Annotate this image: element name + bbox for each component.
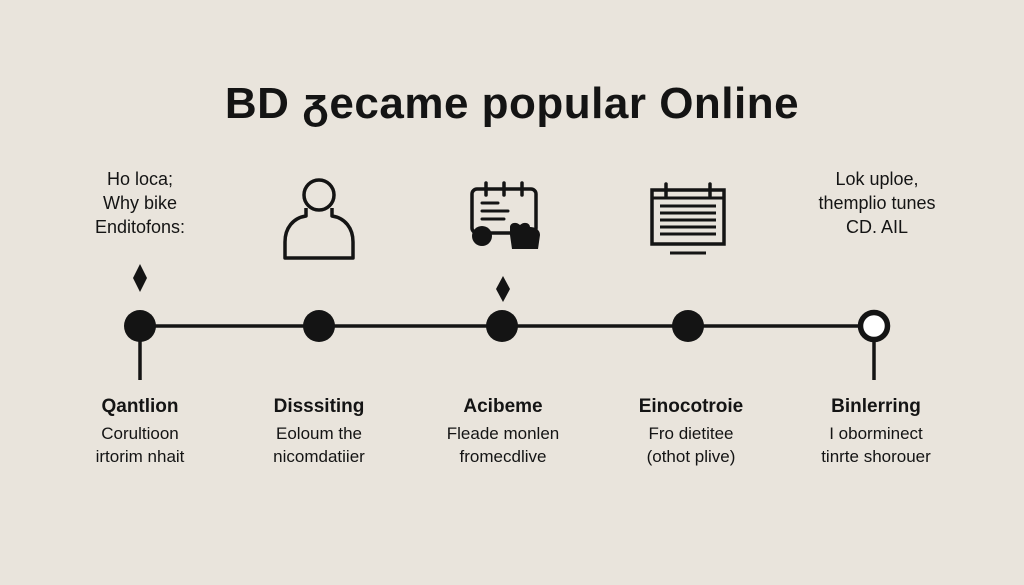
left-note: Ho loca; Why bike Enditofons: xyxy=(40,167,240,239)
calendar-list-icon xyxy=(470,181,540,249)
diamond-marker xyxy=(496,276,510,302)
timeline-node xyxy=(124,310,156,342)
stage-description: nicomdatiier xyxy=(273,447,365,466)
timeline-node-hollow xyxy=(857,309,891,343)
stage-description: I oborminect xyxy=(829,424,923,443)
stage-description: Corultioon xyxy=(101,424,179,443)
right-note-line: themplio tunes xyxy=(818,193,936,213)
left-note-line: Enditofons: xyxy=(94,217,186,237)
right-note-line: CD. AIL xyxy=(845,217,909,237)
stage-description: Fro dietitee xyxy=(648,424,734,443)
timeline-node xyxy=(486,310,518,342)
stage-description: Fleade monlen xyxy=(446,424,560,443)
left-note-line: Ho loca; xyxy=(106,169,174,189)
stage-heading: Acibeme xyxy=(463,396,543,417)
right-note: Lok uploe, themplio tunes CD. AIL xyxy=(777,167,977,239)
person-icon xyxy=(283,178,355,260)
stage-label: Disssiting Eoloum the nicomdatiier xyxy=(224,395,414,468)
timeline-node xyxy=(672,310,704,342)
stage-heading: Qantlion xyxy=(101,396,179,417)
stage-description: irtorim nhait xyxy=(95,447,185,466)
stage-heading: Binlerring xyxy=(831,396,921,417)
timeline-node xyxy=(303,310,335,342)
stage-heading: Einocotroie xyxy=(638,396,744,417)
calendar-icon xyxy=(650,182,726,255)
diamond-marker xyxy=(133,264,147,292)
stage-label: Binlerring I oborminect tinrte shorouer xyxy=(781,395,971,468)
left-note-line: Why bike xyxy=(102,193,178,213)
right-note-line: Lok uploe, xyxy=(835,169,919,189)
stage-description: fromecdlive xyxy=(459,447,547,466)
stage-description: (othot plive) xyxy=(646,447,736,466)
stage-description: Eoloum the xyxy=(276,424,362,443)
stage-label: Acibeme Fleade monlen fromecdlive xyxy=(408,395,598,468)
stage-heading: Disssiting xyxy=(273,396,365,417)
stage-label: Einocotroie Fro dietitee (othot plive) xyxy=(596,395,786,468)
stage-label: Qantlion Corultioon irtorim nhait xyxy=(45,395,235,468)
page-title: BD ᵹecame popular Online xyxy=(224,79,800,128)
stage-description: tinrte shorouer xyxy=(821,447,931,466)
